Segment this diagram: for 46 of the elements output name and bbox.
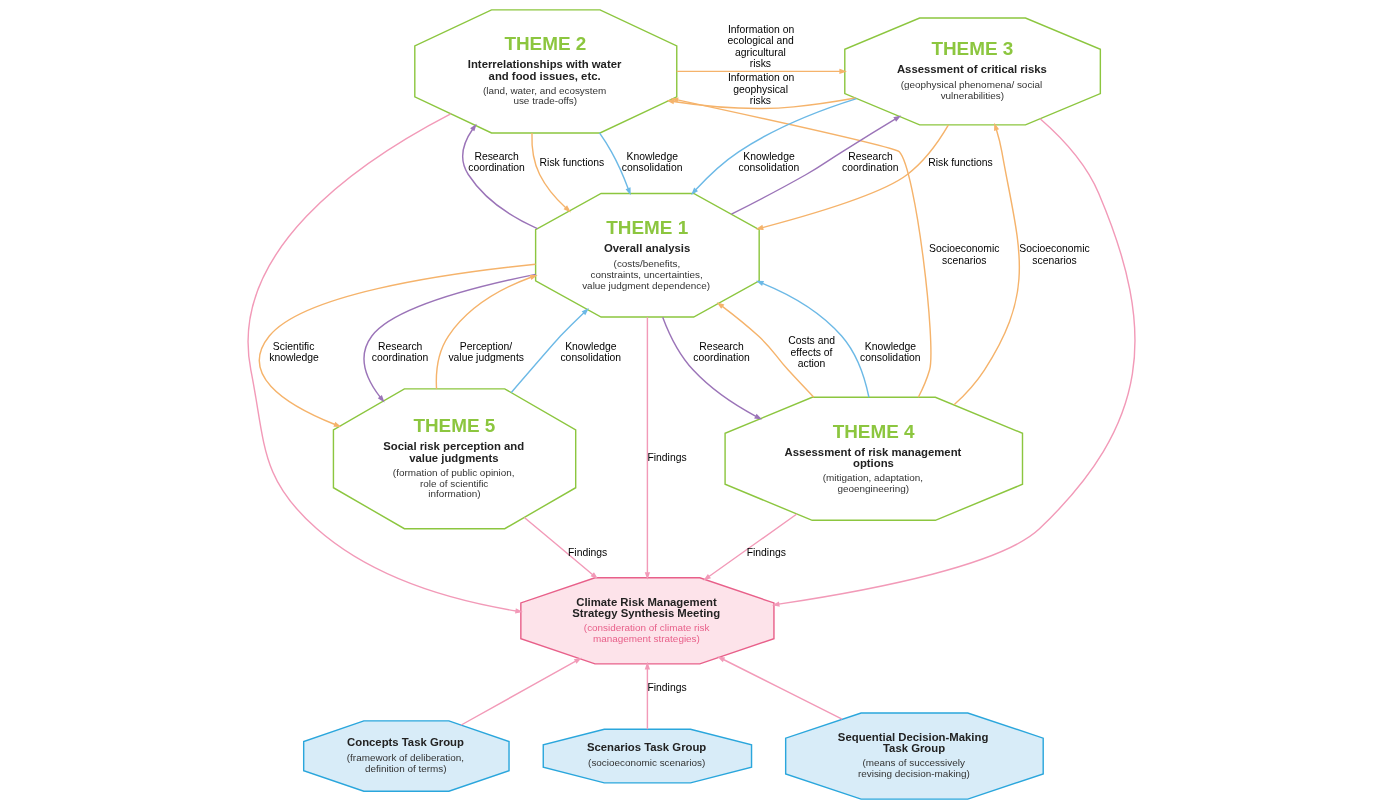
arrow [666,97,857,110]
edge-label: Knowledge consolidation [860,341,921,364]
edge-label: Findings [746,546,786,558]
edge-label: Findings [568,546,608,558]
edge-label: Knowledge consolidation [621,151,683,174]
arrow [363,273,537,403]
arrow [644,661,651,730]
arrow [247,113,523,614]
edge-label: Research coordination [468,151,525,174]
arrow [435,274,538,390]
edge-label: Information on geophysical risks [727,72,795,106]
edge-label: Socioeconomic scenarios [1019,243,1090,266]
arrow [462,123,539,230]
arrow [662,316,763,420]
arrow [756,280,870,398]
edge-label: Risk functions [539,156,605,168]
edge-label: Findings [647,452,687,464]
arrow [460,657,582,726]
arrow [771,118,1136,607]
arrow [703,513,798,581]
edge-label: Perception/ value judgments [448,341,524,364]
arrow [717,656,843,720]
edge-label: Findings [647,682,687,694]
edge-label: Information on ecological and agricultural risks [727,23,795,69]
arrow [531,132,571,213]
edge-label: Costs and effects of action [788,335,835,370]
edge-label: Research coordination [842,151,899,174]
arrow [523,516,599,580]
edge-label: Knowledge consolidation [738,151,800,174]
arrow [691,97,858,195]
arrow [755,124,950,230]
edge-label: Research coordination [371,341,429,364]
arrow [676,68,847,75]
edge-label: Risk functions [928,156,993,168]
arrow [670,97,932,398]
edge-label: Socioeconomic scenarios [929,243,1000,266]
arrow [644,316,651,580]
arrow [598,132,631,196]
arrow [716,302,815,398]
arrow [258,263,537,427]
arrow [510,308,589,394]
arrow [730,115,902,215]
arrow [953,122,1021,406]
edge-label: Scientific knowledge [269,341,319,364]
edge-label: Knowledge consolidation [560,341,622,364]
edge-label: Research coordination [693,341,750,364]
